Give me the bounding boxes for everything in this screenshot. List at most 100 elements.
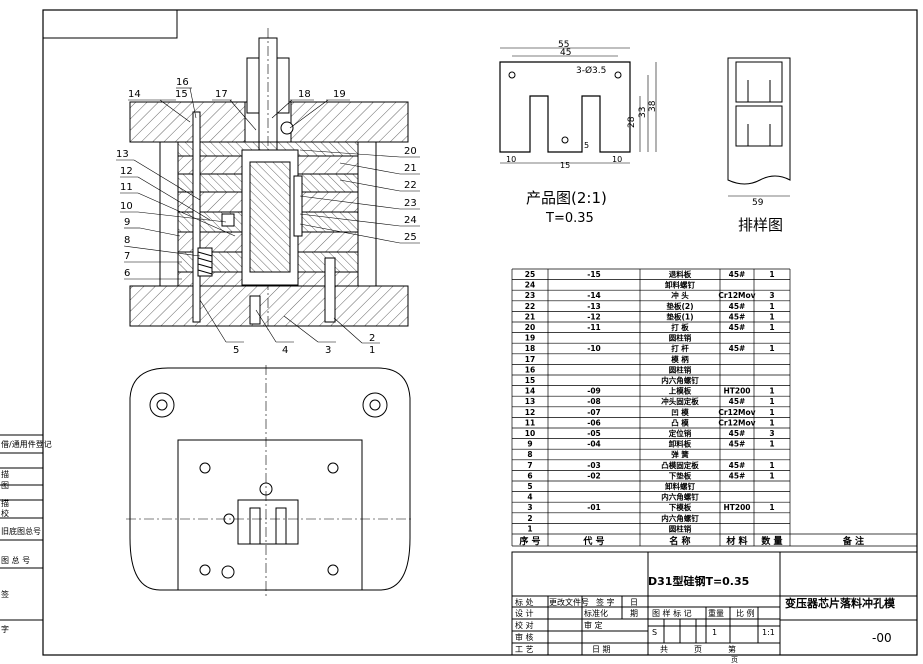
- bom-cell-code: -15: [587, 270, 601, 279]
- bom-cell-name: 退料板: [669, 269, 692, 279]
- bom-cell-name: 垫板(2): [666, 301, 693, 311]
- section-callouts: 14 15 16 17 13 12 11 10 9 8 7 6 18 19: [116, 77, 420, 356]
- bom-cell-qty: 3: [769, 291, 774, 300]
- bom-cell-mat: 45#: [729, 429, 746, 438]
- callout-13: 13: [116, 149, 129, 160]
- page-label: 页: [694, 645, 702, 654]
- bom-cell-mat: Cr12Mov: [718, 418, 755, 427]
- bom-cell-no: 22: [525, 302, 535, 311]
- callout-1: 1: [369, 345, 375, 356]
- check-label: 校 对: [515, 620, 534, 630]
- bom-cell-qty: 1: [769, 270, 774, 279]
- bom-cell-name: 凸 模: [671, 417, 689, 427]
- bom-cell-name: 打 板: [671, 322, 689, 332]
- bom-cell-mat: 45#: [729, 471, 746, 480]
- bom-cell-mat: HT200: [723, 387, 750, 396]
- callout-25: 25: [404, 232, 417, 243]
- page2-label: 页: [731, 656, 738, 664]
- bom-cell-name: 凹 模: [671, 407, 689, 417]
- bom-cell-no: 6: [527, 471, 532, 480]
- bom-cell-name: 凸模固定板: [661, 460, 699, 470]
- bom-cell-code: -13: [587, 302, 601, 311]
- callout-14: 14: [128, 89, 141, 100]
- die-section-view: [129, 28, 409, 330]
- bom-cell-no: 20: [525, 323, 535, 332]
- bom-cell-no: 16: [525, 365, 535, 374]
- bom-cell-no: 8: [527, 450, 532, 459]
- bom-cell-code: -03: [587, 461, 601, 470]
- bom-cell-name: 模 柄: [671, 354, 689, 364]
- margin-label-6: 图 总 号: [1, 555, 30, 565]
- dim-28: 28: [627, 116, 637, 128]
- bom-cell-no: 7: [527, 461, 532, 470]
- bom-cell-no: 11: [525, 418, 535, 427]
- bom-cell-code: -07: [587, 408, 601, 417]
- bom-cell-name: 卸料板: [669, 439, 692, 449]
- bom-cell-mat: 45#: [729, 440, 746, 449]
- bom-cell-mat: HT200: [723, 503, 750, 512]
- bom-cell-qty: 1: [769, 323, 774, 332]
- dim-55: 55: [558, 40, 569, 50]
- bom-cell-no: 14: [525, 387, 535, 396]
- layout-title: 排样图: [738, 216, 783, 234]
- callout-18: 18: [298, 89, 311, 100]
- bom-cell-code: -04: [587, 440, 601, 449]
- bom-cell-name: 圆柱销: [669, 364, 692, 374]
- doc-label: 更改文件号: [549, 597, 589, 607]
- product-thickness: T=0.35: [545, 211, 594, 226]
- margin-label-4: 校: [1, 508, 9, 518]
- bom-cell-qty: 1: [769, 418, 774, 427]
- bom-cell-mat: 45#: [729, 344, 746, 353]
- process-label: 工 艺: [515, 645, 534, 654]
- period-label: 期: [630, 609, 638, 618]
- bom-cell-name: 圆柱销: [669, 523, 692, 533]
- margin-label-7: 签: [1, 589, 9, 599]
- margin-label-0: 借/通用件登记: [1, 439, 52, 449]
- die-plan-view: [126, 365, 414, 596]
- bom-cell-code: -12: [587, 312, 601, 321]
- bom-cell-name: 上模板: [669, 386, 692, 396]
- bom-cell-no: 2: [527, 514, 532, 523]
- title-block: D31型硅钢T=0.35 变压器芯片落料冲孔模 -00 标 处 更改文件号 签 …: [511, 551, 918, 664]
- standard-label: 标准化: [584, 608, 608, 618]
- bom-cell-no: 21: [525, 312, 535, 321]
- bom-header: 数 量: [761, 535, 782, 547]
- bom-cell-no: 17: [525, 355, 535, 364]
- sheet-label: 第: [728, 644, 736, 654]
- callout-11: 11: [120, 182, 133, 193]
- callout-20: 20: [404, 146, 417, 157]
- callout-6: 6: [124, 268, 130, 279]
- bom-cell-no: 1: [527, 524, 532, 533]
- dim-10a: 10: [506, 155, 516, 164]
- bom-cell-code: -06: [587, 418, 601, 427]
- bom-cell-code: -01: [587, 503, 601, 512]
- bom-cell-code: -11: [587, 323, 601, 332]
- dim-38: 38: [648, 100, 658, 112]
- dim-5: 5: [584, 141, 589, 150]
- stage-s: S: [652, 628, 657, 637]
- date-label: 日: [630, 598, 638, 607]
- bom-cell-no: 12: [525, 408, 535, 417]
- callout-23: 23: [404, 198, 417, 209]
- bom-cell-no: 18: [525, 344, 535, 353]
- bom-cell-qty: 3: [769, 429, 774, 438]
- callout-3: 3: [325, 345, 331, 356]
- qty-one: 1: [712, 628, 717, 637]
- bom-cell-qty: 1: [769, 440, 774, 449]
- margin-label-1: 描: [1, 469, 9, 479]
- bom-cell-mat: 45#: [729, 397, 746, 406]
- bom-cell-qty: 1: [769, 344, 774, 353]
- bom-cell-name: 圆柱销: [669, 333, 692, 343]
- bom-cell-no: 9: [527, 440, 532, 449]
- callout-22: 22: [404, 180, 417, 191]
- bom-cell-name: 定位销: [669, 428, 692, 438]
- bom-header: 序 号: [519, 535, 540, 547]
- bom-cell-mat: 45#: [729, 461, 746, 470]
- stage-label: 图 样 标 记: [652, 608, 692, 618]
- bom-cell-code: -14: [587, 291, 601, 300]
- bom-cell-qty: 1: [769, 312, 774, 321]
- bom-header: 材 料: [725, 535, 747, 547]
- bom-cell-name: 冲头固定板: [661, 396, 699, 406]
